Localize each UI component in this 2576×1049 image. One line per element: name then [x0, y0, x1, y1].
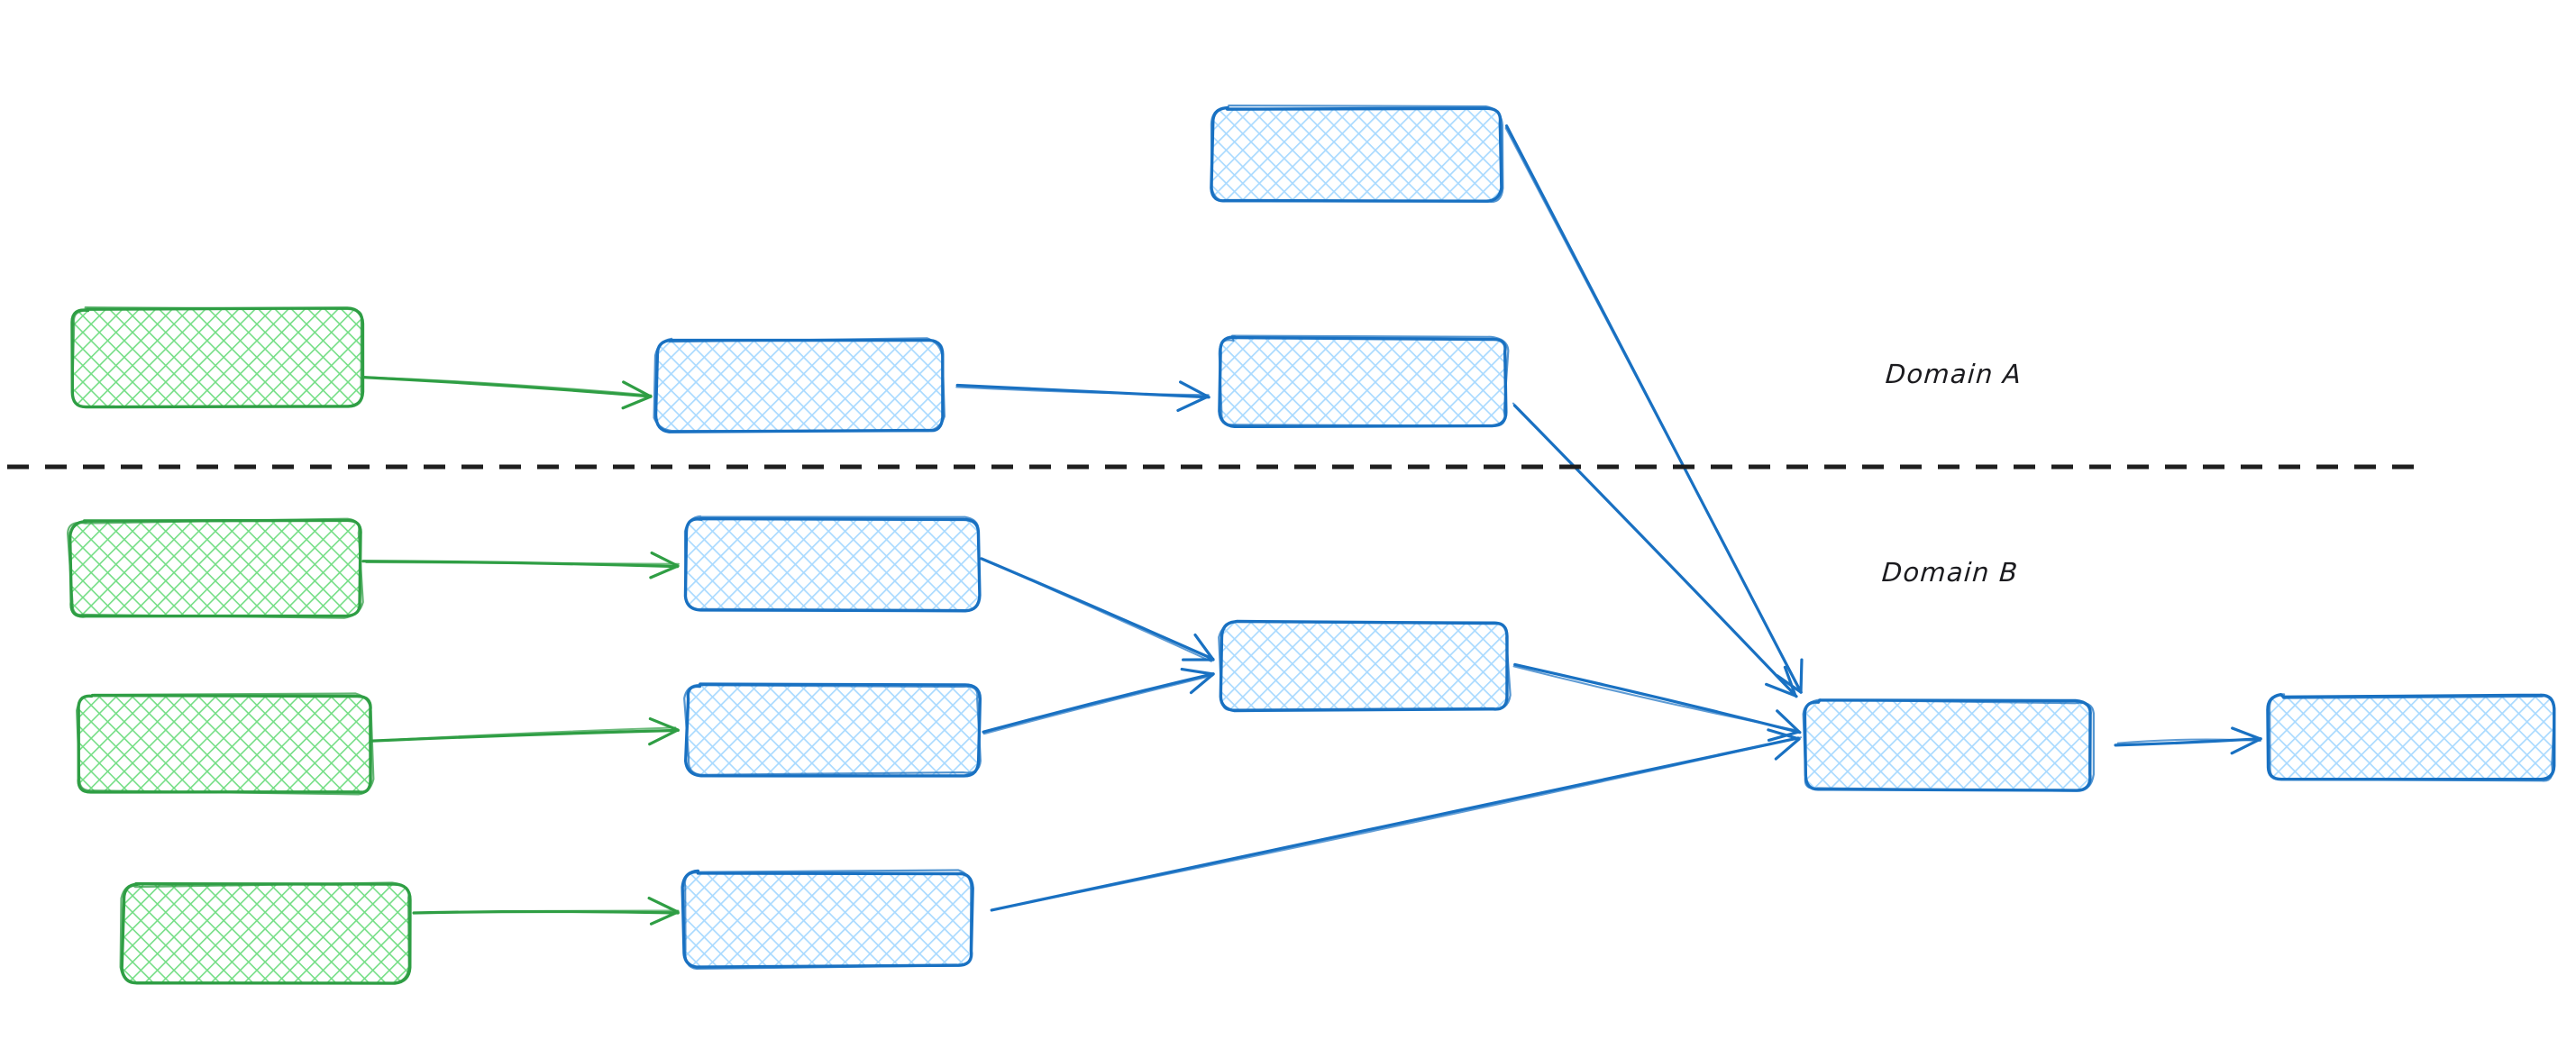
- domain-a-label: Domain A: [1884, 359, 2023, 389]
- edge-g1-to-b1: [361, 375, 653, 410]
- domain-b-label: Domain B: [1880, 557, 2020, 588]
- edge-g4-to-b4: [412, 896, 680, 926]
- node-c2[interactable]: [1218, 334, 1510, 429]
- node-b3[interactable]: [683, 682, 982, 778]
- node-g1[interactable]: [70, 306, 365, 409]
- node-g3[interactable]: [76, 692, 375, 796]
- edge-b3-to-c3: [982, 667, 1215, 735]
- node-g4[interactable]: [119, 881, 412, 985]
- node-layer: [67, 104, 2556, 985]
- node-b1[interactable]: [653, 337, 946, 433]
- edge-layer: [361, 124, 2262, 926]
- edge-c1-to-d1: [1504, 124, 1804, 694]
- node-g2[interactable]: [67, 517, 364, 619]
- node-b4[interactable]: [681, 869, 974, 971]
- node-c3[interactable]: [1218, 619, 1512, 713]
- node-c1[interactable]: [1210, 104, 1504, 204]
- edge-d1-to-e1: [2114, 726, 2262, 755]
- edge-g3-to-b3: [369, 716, 680, 746]
- edge-c2-to-d1: [1512, 402, 1798, 698]
- edge-b1-to-c2: [955, 380, 1210, 413]
- node-e1[interactable]: [2266, 692, 2556, 782]
- edge-b4-to-d1: [990, 728, 1803, 912]
- edge-g2-to-b2: [361, 551, 680, 579]
- edge-c3-to-d1: [1512, 662, 1802, 743]
- node-d1[interactable]: [1802, 698, 2095, 792]
- edge-b2-to-c3: [980, 557, 1215, 662]
- node-b2[interactable]: [683, 515, 982, 613]
